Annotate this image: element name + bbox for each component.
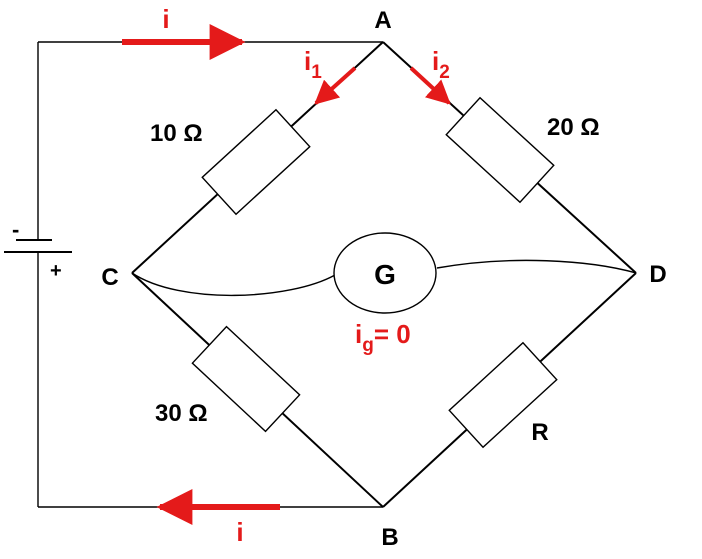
resistor-db-label: R xyxy=(531,419,548,446)
node-d-label: D xyxy=(649,261,666,288)
current-label-top: i xyxy=(162,4,169,34)
galvanometer-current-label: ig= 0 xyxy=(355,319,411,356)
current-label-i2: i2 xyxy=(432,46,450,83)
node-a-label: A xyxy=(374,7,391,34)
battery-positive-label: + xyxy=(50,260,62,282)
resistor-cb xyxy=(191,325,301,433)
resistor-ac xyxy=(201,108,311,216)
resistor-ad xyxy=(445,96,555,204)
resistor-db xyxy=(448,341,558,449)
current-label-bottom: i xyxy=(236,517,243,547)
node-c-label: C xyxy=(101,264,118,291)
galvanometer-circle xyxy=(333,232,437,314)
node-b-label: B xyxy=(381,524,398,551)
resistor-ad-label: 20 Ω xyxy=(547,114,600,141)
resistor-cb-label: 30 Ω xyxy=(155,400,208,427)
current-label-i1: i1 xyxy=(304,46,322,83)
galvanometer-label: G xyxy=(374,259,396,290)
battery-negative-label: - xyxy=(12,217,19,242)
current-arrow-i2 xyxy=(409,66,451,105)
resistor-ac-label: 10 Ω xyxy=(150,120,203,147)
current-arrow-i1 xyxy=(314,66,357,105)
wire-g-d xyxy=(436,259,637,274)
wire-c-g xyxy=(131,272,336,297)
